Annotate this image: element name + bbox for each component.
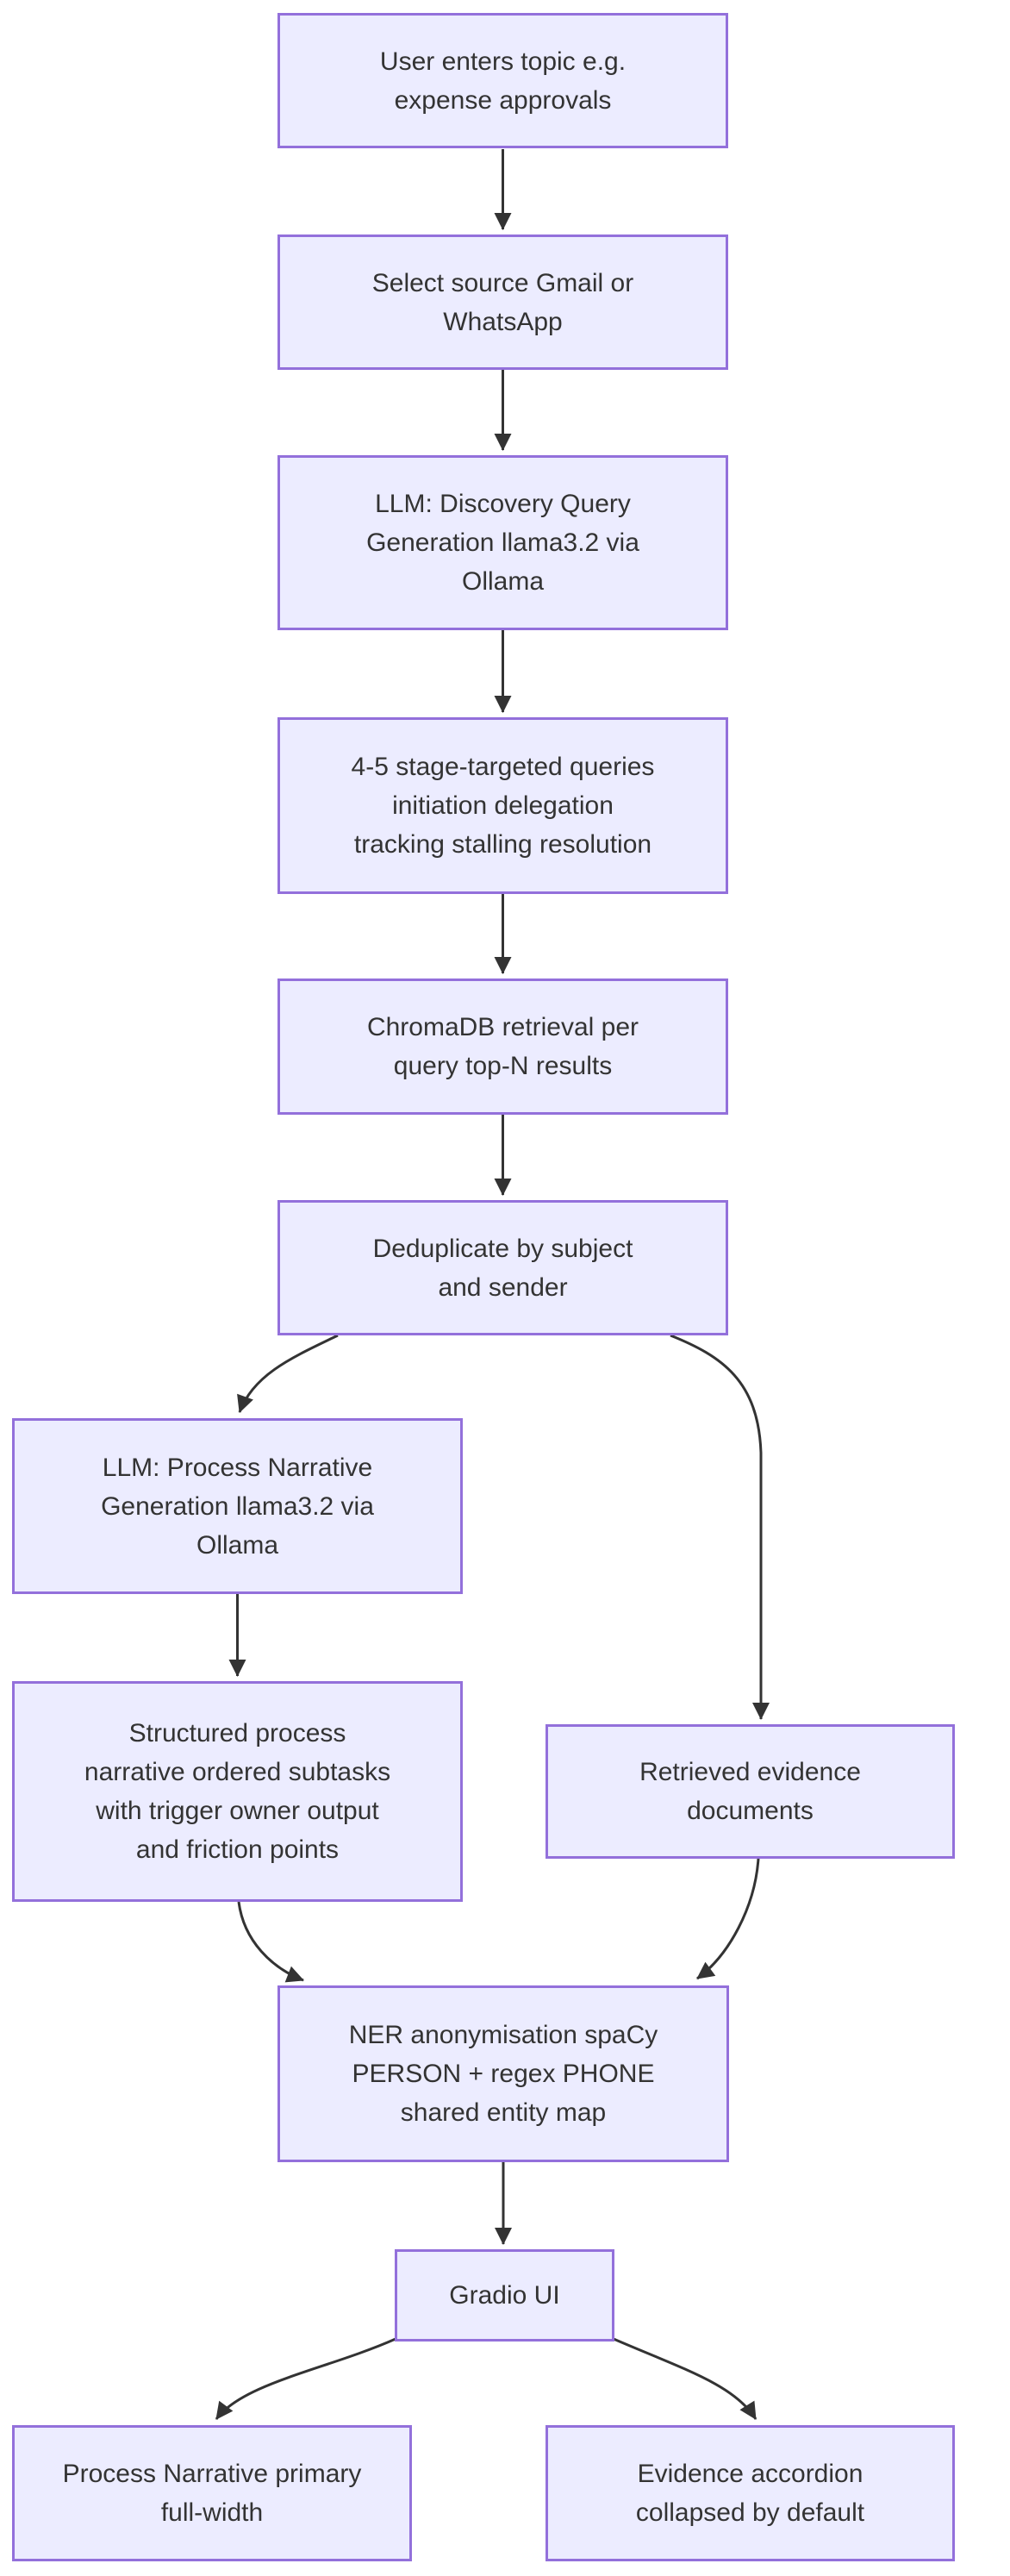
edge-deduplicate-to-evidence-docs (670, 1334, 770, 1720)
node-chromadb-line-1: ChromaDB retrieval per (366, 1013, 639, 1041)
node-llm-discovery-line-2: Generation llama3.2 via (366, 528, 639, 557)
edge-evidence-docs-to-ner (696, 1858, 760, 1980)
node-ner-line-1: NER anonymisation spaCy (348, 2021, 658, 2049)
node-stage-queries-line-1: 4-5 stage-targeted queries (351, 753, 655, 781)
node-stage-queries-line-2: initiation delegation (392, 791, 614, 820)
node-llm-discovery-line-3: Ollama (461, 567, 545, 596)
node-evidence-accordion: Evidence accordion collapsed by default (546, 2425, 955, 2561)
node-select-source: Select source Gmail or WhatsApp (277, 234, 728, 370)
node-user-topic-line-1: User enters topic e.g. (379, 47, 627, 76)
node-structured-line-1: Structured process (128, 1719, 346, 1748)
node-narrative-panel: Process Narrative primary full-width (12, 2425, 412, 2561)
node-evidence-docs: Retrieved evidence documents (546, 1724, 955, 1859)
node-ner-line-2: PERSON + regex PHONE (352, 2060, 655, 2088)
node-deduplicate-line-1: Deduplicate by subject (372, 1234, 633, 1263)
node-chromadb-line-2: query top-N results (393, 1052, 613, 1080)
node-deduplicate-line-2: and sender (438, 1272, 568, 1302)
node-evidence-accordion-line-1: Evidence accordion (637, 2460, 863, 2488)
node-llm-narrative-line-1: LLM: Process Narrative (102, 1453, 373, 1482)
node-llm-narrative: LLM: Process Narrative Generation llama3… (12, 1418, 463, 1594)
node-gradio-ui-line-1: Gradio UI (449, 2281, 560, 2310)
node-llm-discovery-line-1: LLM: Discovery Query (375, 490, 631, 518)
node-gradio-ui: Gradio UI (395, 2249, 614, 2342)
node-llm-narrative-line-2: Generation llama3.2 via (101, 1491, 374, 1521)
edge-gradio-to-evidence-accordion (613, 2337, 758, 2420)
node-structured-line-3: with trigger owner output (96, 1797, 379, 1825)
node-deduplicate: Deduplicate by subject and sender (277, 1200, 728, 1335)
node-chromadb-retrieval: ChromaDB retrieval per query top-N resul… (277, 979, 728, 1115)
node-structured-line-4: and friction points (135, 1835, 340, 1864)
node-stage-queries: 4-5 stage-targeted queries initiation de… (277, 717, 728, 894)
node-evidence-accordion-line-2: collapsed by default (635, 2498, 865, 2527)
node-evidence-docs-line-1: Retrieved evidence (639, 1758, 861, 1786)
edge-gradio-to-narrative-panel (215, 2337, 396, 2420)
node-select-source-line-2: WhatsApp (443, 307, 563, 336)
node-user-topic-line-2: expense approvals (394, 85, 612, 115)
edge-deduplicate-to-llm-narrative (237, 1334, 339, 1413)
node-user-topic: User enters topic e.g. expense approvals (277, 13, 728, 148)
node-evidence-docs-line-2: documents (687, 1797, 814, 1825)
node-narrative-panel-line-1: Process Narrative primary (62, 2460, 362, 2488)
node-structured-narrative: Structured process narrative ordered sub… (12, 1681, 463, 1902)
node-narrative-panel-line-2: full-width (160, 2498, 264, 2527)
node-select-source-line-1: Select source Gmail or (371, 268, 634, 297)
node-llm-narrative-line-3: Ollama (196, 1530, 279, 1560)
node-ner-line-3: shared entity map (400, 2098, 607, 2127)
node-ner-anonymisation: NER anonymisation spaCy PERSON + regex P… (277, 1985, 729, 2162)
node-structured-line-2: narrative ordered subtasks (84, 1758, 391, 1786)
edge-structured-to-ner (237, 1901, 304, 1983)
node-stage-queries-line-3: tracking stalling resolution (353, 830, 652, 859)
node-llm-discovery: LLM: Discovery Query Generation llama3.2… (277, 455, 728, 630)
